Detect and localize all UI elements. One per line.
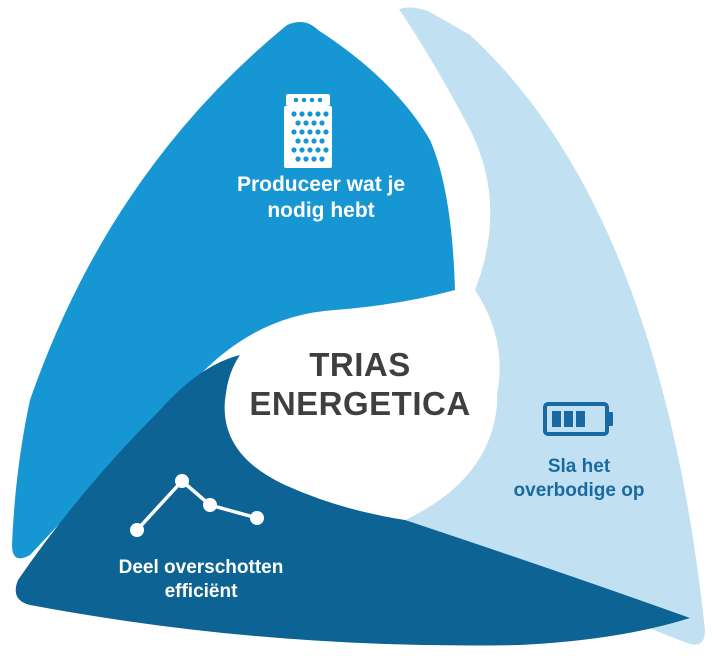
- solar-tower-icon: [284, 94, 332, 168]
- title-line-2: ENERGETICA: [249, 384, 471, 422]
- share-label: Deel overschotten efficiënt: [76, 556, 326, 604]
- share-label-line-1: Deel overschotten: [118, 557, 284, 578]
- segment-produce: [12, 21, 455, 559]
- produce-label-line-1: Produceer wat je: [236, 173, 406, 196]
- line-graph-icon: [130, 474, 264, 537]
- produce-label-line-2: nodig hebt: [267, 199, 375, 223]
- segment-share: [15, 355, 690, 646]
- segment-store: [399, 7, 705, 645]
- title-line-1: TRIAS: [309, 346, 411, 383]
- battery-icon: [543, 402, 613, 436]
- center-disc: [225, 290, 498, 520]
- store-label-line-2: overbodige op: [513, 479, 645, 501]
- store-label: Sla het overbodige op: [474, 455, 684, 503]
- diagram-title: TRIAS ENERGETICA: [225, 346, 495, 424]
- produce-label: Produceer wat je nodig hebt: [196, 172, 446, 225]
- store-label-line-1: Sla het: [547, 456, 611, 477]
- share-label-line-2: efficiënt: [164, 580, 238, 602]
